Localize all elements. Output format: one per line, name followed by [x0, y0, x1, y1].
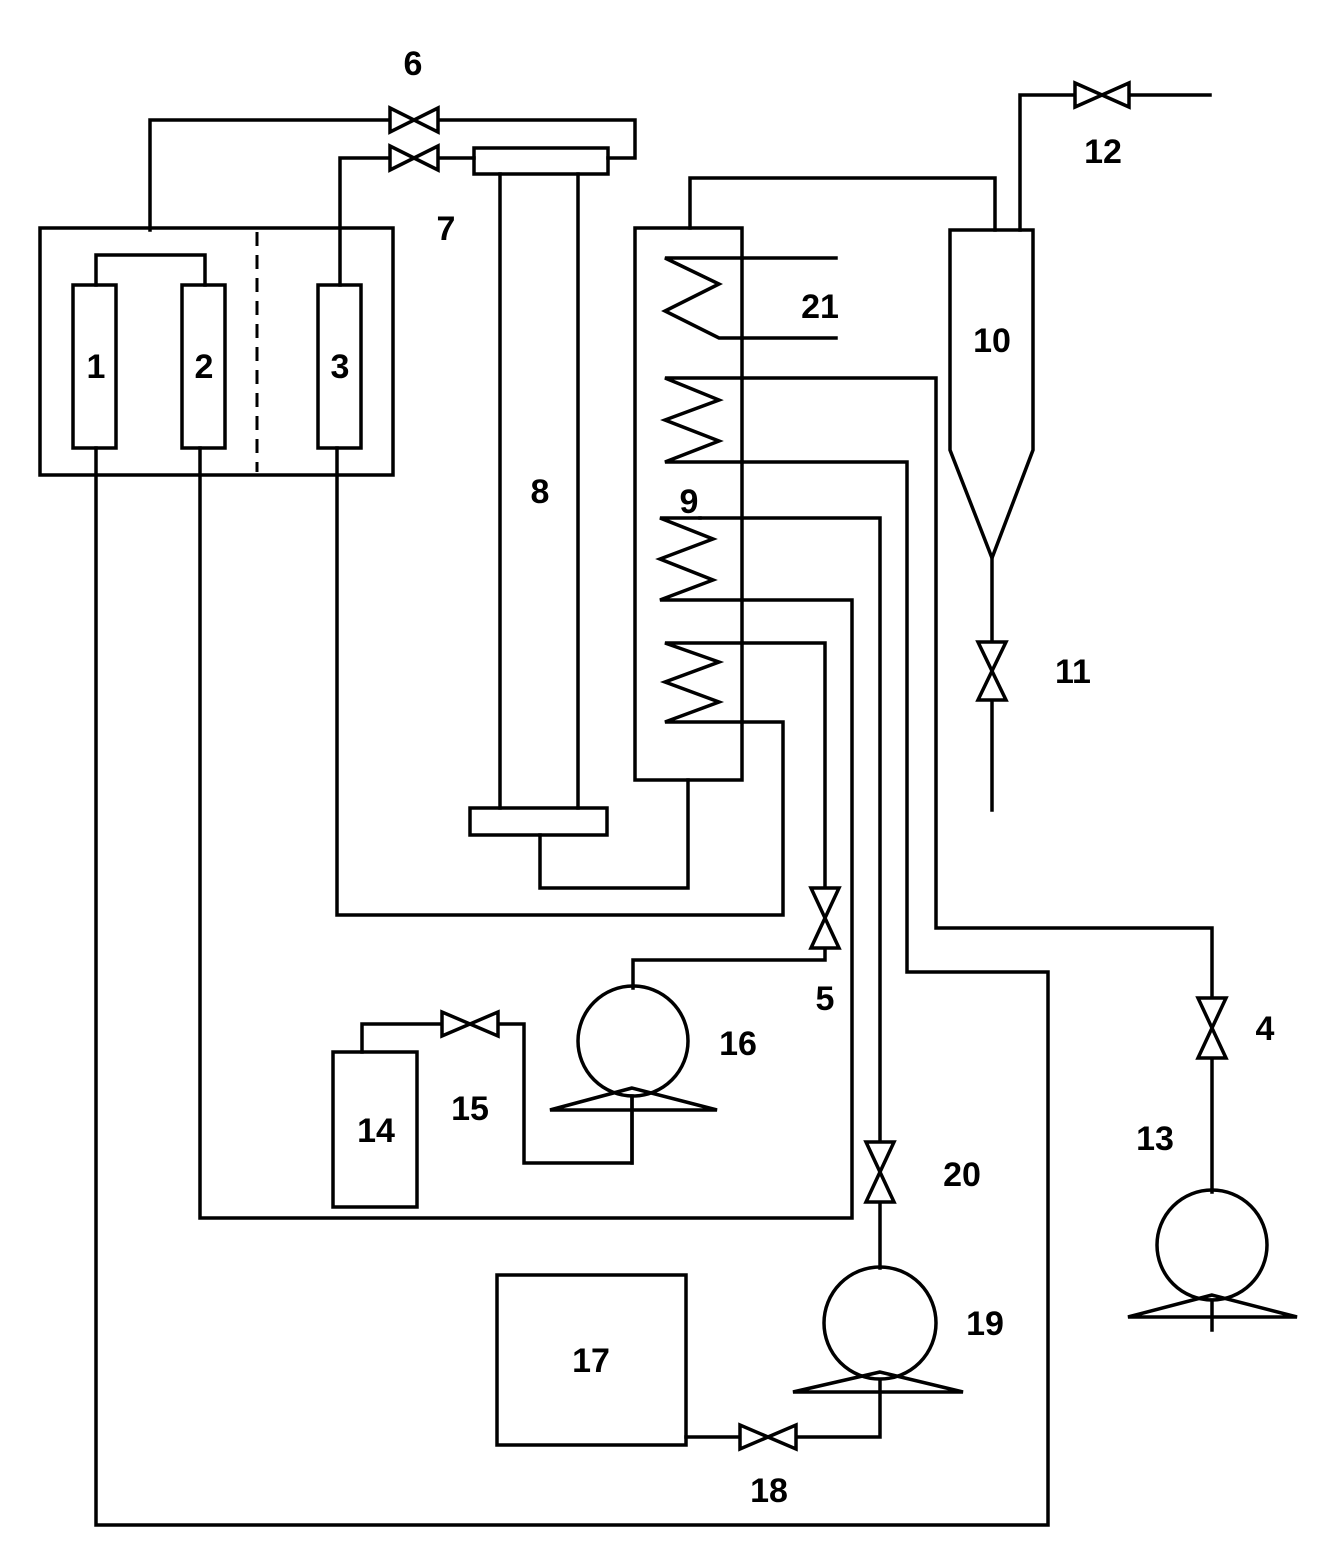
pump-19: [792, 1265, 964, 1394]
coil-4: [659, 641, 744, 724]
label-13: 13: [1136, 1120, 1174, 1158]
pipe-top-6: [148, 118, 392, 232]
label-16: 16: [719, 1025, 757, 1063]
label-9: 9: [680, 483, 699, 521]
heat-exchanger-9: [633, 226, 744, 782]
valve-7[interactable]: [388, 143, 440, 173]
valve-6[interactable]: [388, 105, 440, 135]
label-12: 12: [1084, 133, 1122, 171]
pipe-2-bottom: [198, 446, 854, 1220]
label-5: 5: [816, 980, 835, 1018]
pipe-1-bottom: [94, 446, 1050, 1527]
coil-2: [660, 376, 744, 464]
valve-20[interactable]: [863, 1140, 897, 1204]
label-21: 21: [801, 288, 839, 326]
pipe-1-2-top: [94, 253, 207, 287]
label-4: 4: [1256, 1010, 1275, 1048]
column-8: [468, 146, 610, 837]
pipe-3-top: [338, 156, 392, 287]
label-3: 3: [331, 348, 350, 386]
piping: [94, 93, 1214, 1527]
pump-16: [549, 984, 718, 1165]
valve-4[interactable]: [1195, 996, 1229, 1060]
label-6: 6: [404, 45, 423, 83]
tank-14: [331, 1050, 419, 1209]
pipe-exchanger-to-cyclone: [688, 176, 997, 232]
tube-3: [316, 283, 363, 450]
box-17: [495, 1273, 688, 1447]
coil-3: [655, 516, 744, 602]
reactor-box: [38, 226, 395, 477]
label-18: 18: [750, 1472, 788, 1510]
pipe-5-to-16: [631, 946, 827, 990]
pipe-18-to-19: [794, 1380, 882, 1439]
labels: 1 2 3 4 5 6 7 8 9 10 11 12 13 14 15 16 1…: [87, 45, 1275, 1510]
label-20: 20: [943, 1156, 981, 1194]
pipe-column-to-exchanger: [538, 778, 690, 890]
valve-18[interactable]: [738, 1422, 798, 1452]
valve-11[interactable]: [975, 640, 1009, 702]
valve-15[interactable]: [440, 1009, 500, 1039]
valve-12[interactable]: [1073, 80, 1131, 110]
pipe-coil2-to-4: [740, 376, 1214, 1000]
pipe-coil3-to-20: [698, 516, 882, 1144]
cyclone-10: [948, 228, 1035, 563]
pipe-6-to-column: [436, 118, 637, 160]
tube-2: [180, 283, 227, 450]
label-15: 15: [451, 1090, 489, 1128]
pipe-3-bottom: [335, 446, 785, 917]
label-7: 7: [437, 210, 456, 248]
label-17: 17: [572, 1342, 610, 1380]
label-11: 11: [1055, 653, 1091, 691]
pipe-cyclone-vent: [1018, 93, 1077, 232]
label-10: 10: [973, 322, 1011, 360]
pipe-14-to-15: [360, 1022, 444, 1054]
pipe-coil4-to-5: [740, 641, 827, 890]
label-14: 14: [357, 1112, 395, 1150]
tube-1: [71, 283, 118, 450]
label-2: 2: [195, 348, 214, 386]
pump-13: [1127, 1188, 1298, 1332]
coil-1: [661, 256, 744, 340]
label-8: 8: [531, 473, 550, 511]
label-19: 19: [966, 1305, 1004, 1343]
label-1: 1: [87, 348, 106, 386]
valve-5[interactable]: [808, 886, 842, 950]
